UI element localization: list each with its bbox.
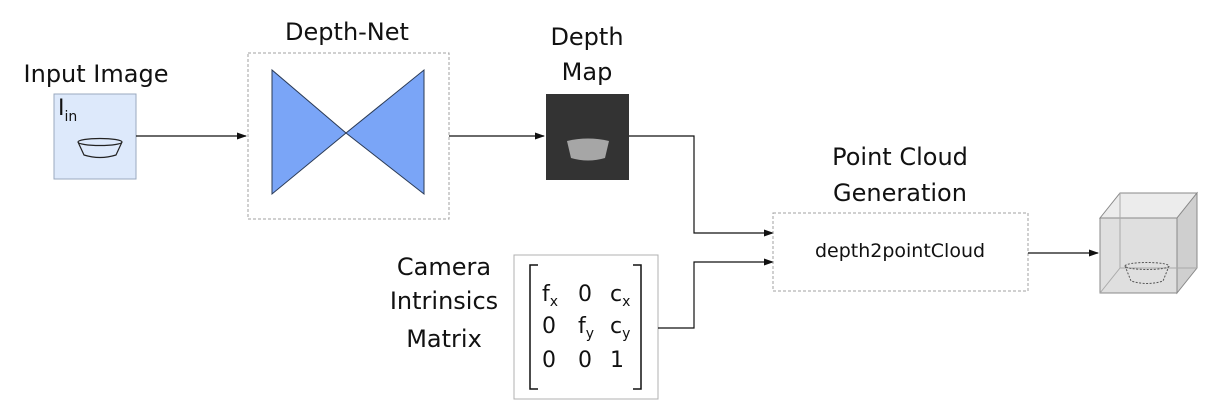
matrix-left-bracket (529, 264, 538, 390)
matrix-cell-r1c0: 0 (542, 314, 556, 339)
matrix-cell-r0c0: fx (542, 282, 558, 310)
matrix-cell-r0c1: 0 (578, 282, 592, 307)
encoder-triangle (271, 68, 347, 196)
arrow-matrix-to-pointcloud (658, 258, 774, 329)
decoder-triangle (345, 68, 425, 196)
depth-map-title-line2: Map (562, 58, 613, 86)
depth-map-image (546, 94, 629, 180)
input-image-box (53, 93, 137, 180)
camera-title-line2: Intrinsics (390, 287, 498, 315)
bowl-icon (77, 137, 123, 159)
camera-title-line1: Camera (397, 253, 491, 281)
point-cloud-title-line1: Point Cloud (832, 143, 968, 171)
point-cloud-cube-icon (1098, 191, 1199, 295)
arrow-depthmap-to-pointcloud (629, 135, 774, 237)
point-cloud-dashed-box (772, 212, 1029, 292)
depth-net-title: Depth-Net (285, 18, 409, 46)
depth-map-blob (567, 138, 609, 161)
matrix-right-bracket (633, 264, 642, 390)
matrix-cell-r2c2: 1 (610, 348, 624, 373)
depth-net-block (247, 52, 450, 220)
input-image-title: Input Image (24, 60, 169, 88)
matrix-cell-r2c0: 0 (542, 348, 556, 373)
depth2pointcloud-function: depth2pointCloud (815, 240, 985, 262)
intrinsics-matrix-box (513, 254, 659, 400)
depth-map-background (546, 94, 629, 180)
input-image-panel: Iin (53, 93, 137, 180)
matrix-cell-r1c2: cy (610, 314, 630, 342)
point-cloud-title-line2: Generation (833, 179, 967, 207)
depth-map-title-line1: Depth (550, 23, 623, 51)
depth-net-dashed-box (247, 52, 450, 220)
point-cloud-bowl (1124, 262, 1170, 284)
camera-title-line3: Matrix (406, 325, 482, 353)
input-image-symbol: Iin (58, 96, 77, 125)
matrix-cell-r0c2: cx (610, 282, 630, 310)
matrix-cell-r2c1: 0 (578, 348, 592, 373)
matrix-cell-r1c1: fy (578, 314, 594, 342)
intrinsics-matrix: fx 0 cx 0 fy cy 0 0 1 (513, 254, 659, 400)
